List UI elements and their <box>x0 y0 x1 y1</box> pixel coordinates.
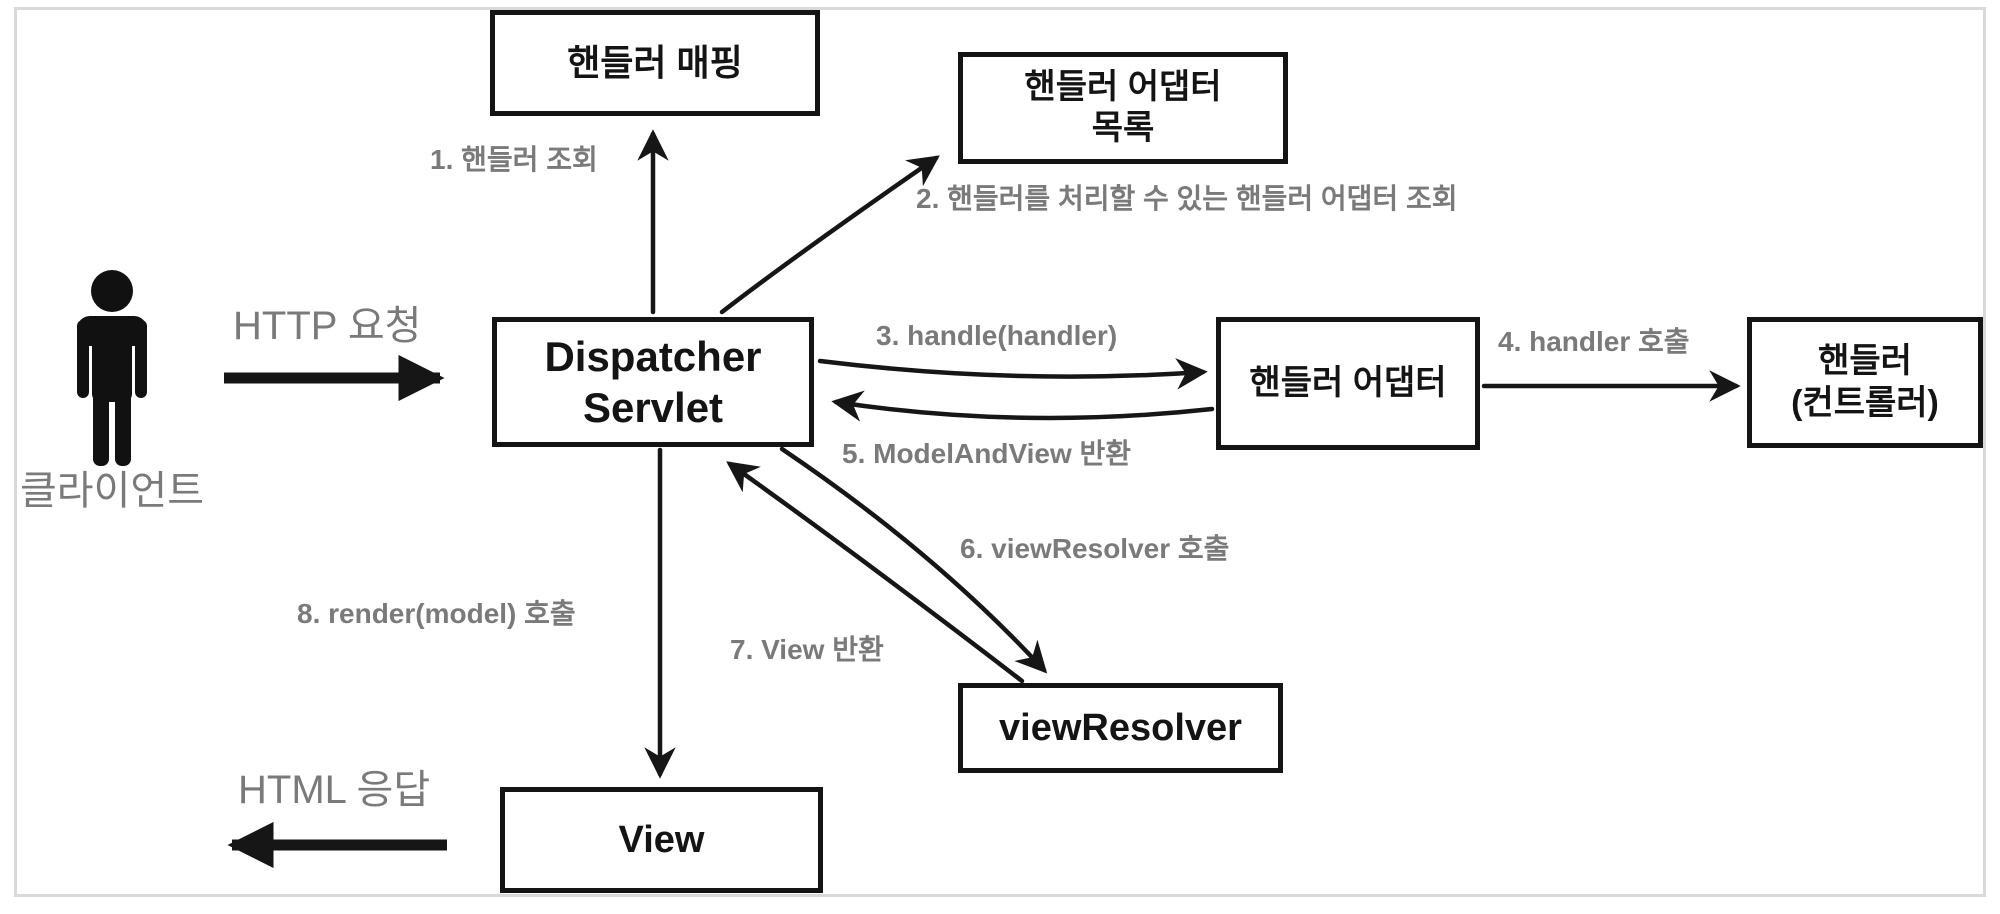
node-handler-adapter-label: 핸들러 어댑터 <box>1249 363 1447 402</box>
node-dispatcher-servlet-line1: Dispatcher <box>544 332 762 380</box>
label-step7: 7. View 반환 <box>730 634 884 665</box>
label-step3: 3. handle(handler) <box>876 320 1118 351</box>
label-step5: 5. ModelAndView 반환 <box>842 438 1132 469</box>
http-request-label: HTTP 요청 <box>233 304 422 348</box>
node-view-resolver-label: viewResolver <box>999 706 1242 749</box>
node-handler-adapter-list-line1: 핸들러 어댑터 <box>1024 67 1222 106</box>
arrow-step5-modelandview-return <box>831 390 1215 422</box>
arrow-step6-viewresolver-call <box>779 446 1048 674</box>
arrow-step3-handle <box>817 358 1208 390</box>
label-step2: 2. 핸들러를 처리할 수 있는 핸들러 어댑터 조회 <box>916 183 1458 214</box>
client-person-icon <box>77 270 147 466</box>
diagram-border <box>14 7 1986 897</box>
node-view: View <box>500 787 823 893</box>
label-step8: 8. render(model) 호출 <box>297 598 576 629</box>
arrow-step2-adapter-lookup <box>719 155 940 315</box>
arrow-step7-view-return <box>726 461 1025 684</box>
node-handler-controller-line2: (컨트롤러) <box>1791 383 1939 422</box>
html-response-label: HTML 응답 <box>238 768 431 812</box>
node-handler-controller: 핸들러 (컨트롤러) <box>1747 317 1983 448</box>
node-dispatcher-servlet: Dispatcher Servlet <box>492 317 814 447</box>
node-handler-mapping: 핸들러 매핑 <box>490 10 820 116</box>
node-handler-adapter: 핸들러 어댑터 <box>1216 317 1480 450</box>
node-dispatcher-servlet-line2: Servlet <box>582 384 724 431</box>
node-handler-mapping-label: 핸들러 매핑 <box>567 42 743 84</box>
node-view-resolver: viewResolver <box>958 683 1283 773</box>
label-step1: 1. 핸들러 조회 <box>430 144 598 175</box>
label-step4: 4. handler 호출 <box>1498 326 1690 357</box>
client-label: 클라이언트 <box>20 469 204 513</box>
node-handler-controller-line1: 핸들러 <box>1818 342 1912 381</box>
node-handler-adapter-list: 핸들러 어댑터 목록 <box>958 52 1288 164</box>
node-view-label: View <box>618 818 705 861</box>
node-handler-adapter-list-line2: 목록 <box>1091 109 1155 147</box>
label-step6: 6. viewResolver 호출 <box>960 533 1230 564</box>
